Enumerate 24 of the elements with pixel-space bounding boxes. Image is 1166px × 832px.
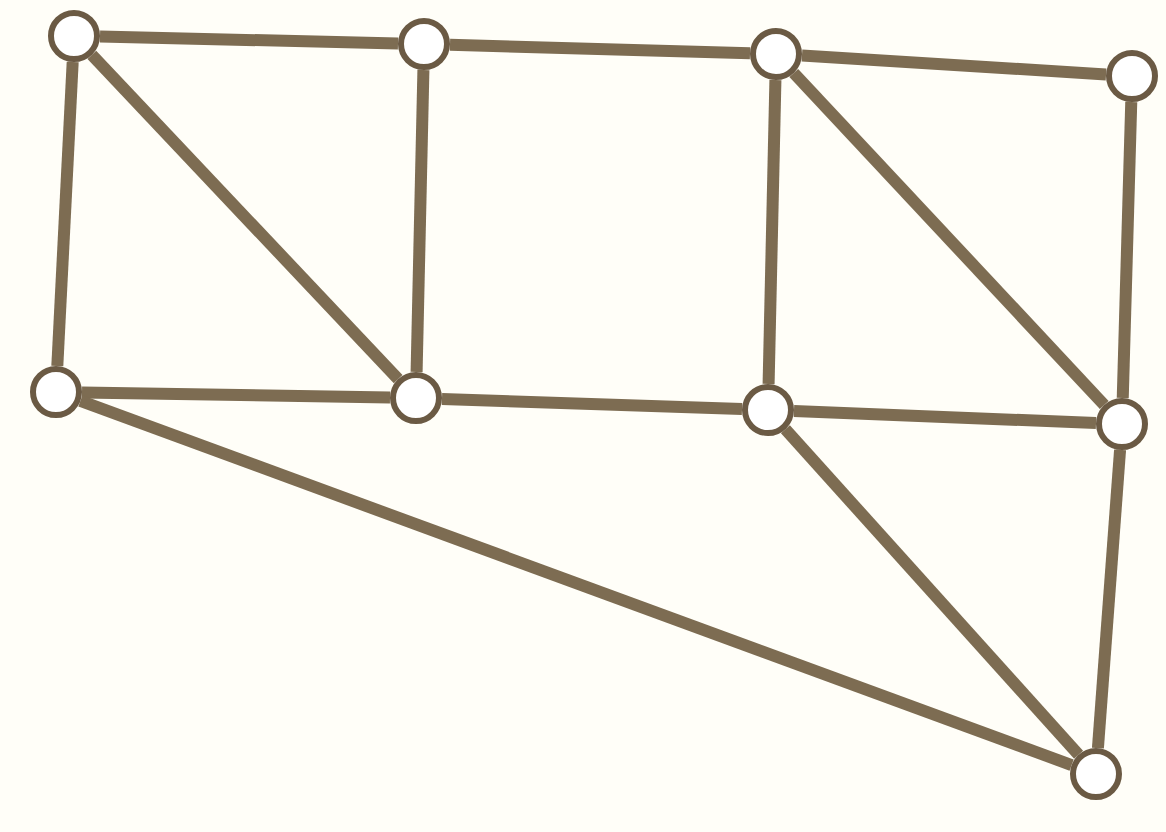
truss-bar [78, 395, 1074, 771]
truss-bar [801, 49, 1107, 81]
truss-bar [789, 68, 1109, 410]
joint-circle [1096, 398, 1148, 450]
joint-circle [30, 366, 82, 418]
truss-bar [81, 386, 391, 404]
joint-circle [1106, 50, 1158, 102]
joint-circle [390, 372, 442, 424]
joint-circle [750, 28, 802, 80]
truss-bar [449, 38, 751, 60]
truss-bar [1091, 449, 1127, 749]
joint-circle [1070, 748, 1122, 800]
joint-circle [398, 18, 450, 70]
joint-circle [48, 10, 100, 62]
truss-bar [780, 425, 1084, 759]
truss-bar [762, 79, 782, 385]
truss-bar [441, 392, 743, 416]
truss-bar [99, 30, 399, 50]
joint-circle [742, 384, 794, 436]
truss-bar [1116, 101, 1138, 399]
truss-bar [51, 61, 79, 367]
truss-bar [793, 405, 1097, 429]
truss-bar [87, 50, 403, 384]
truss-bar [410, 69, 430, 373]
